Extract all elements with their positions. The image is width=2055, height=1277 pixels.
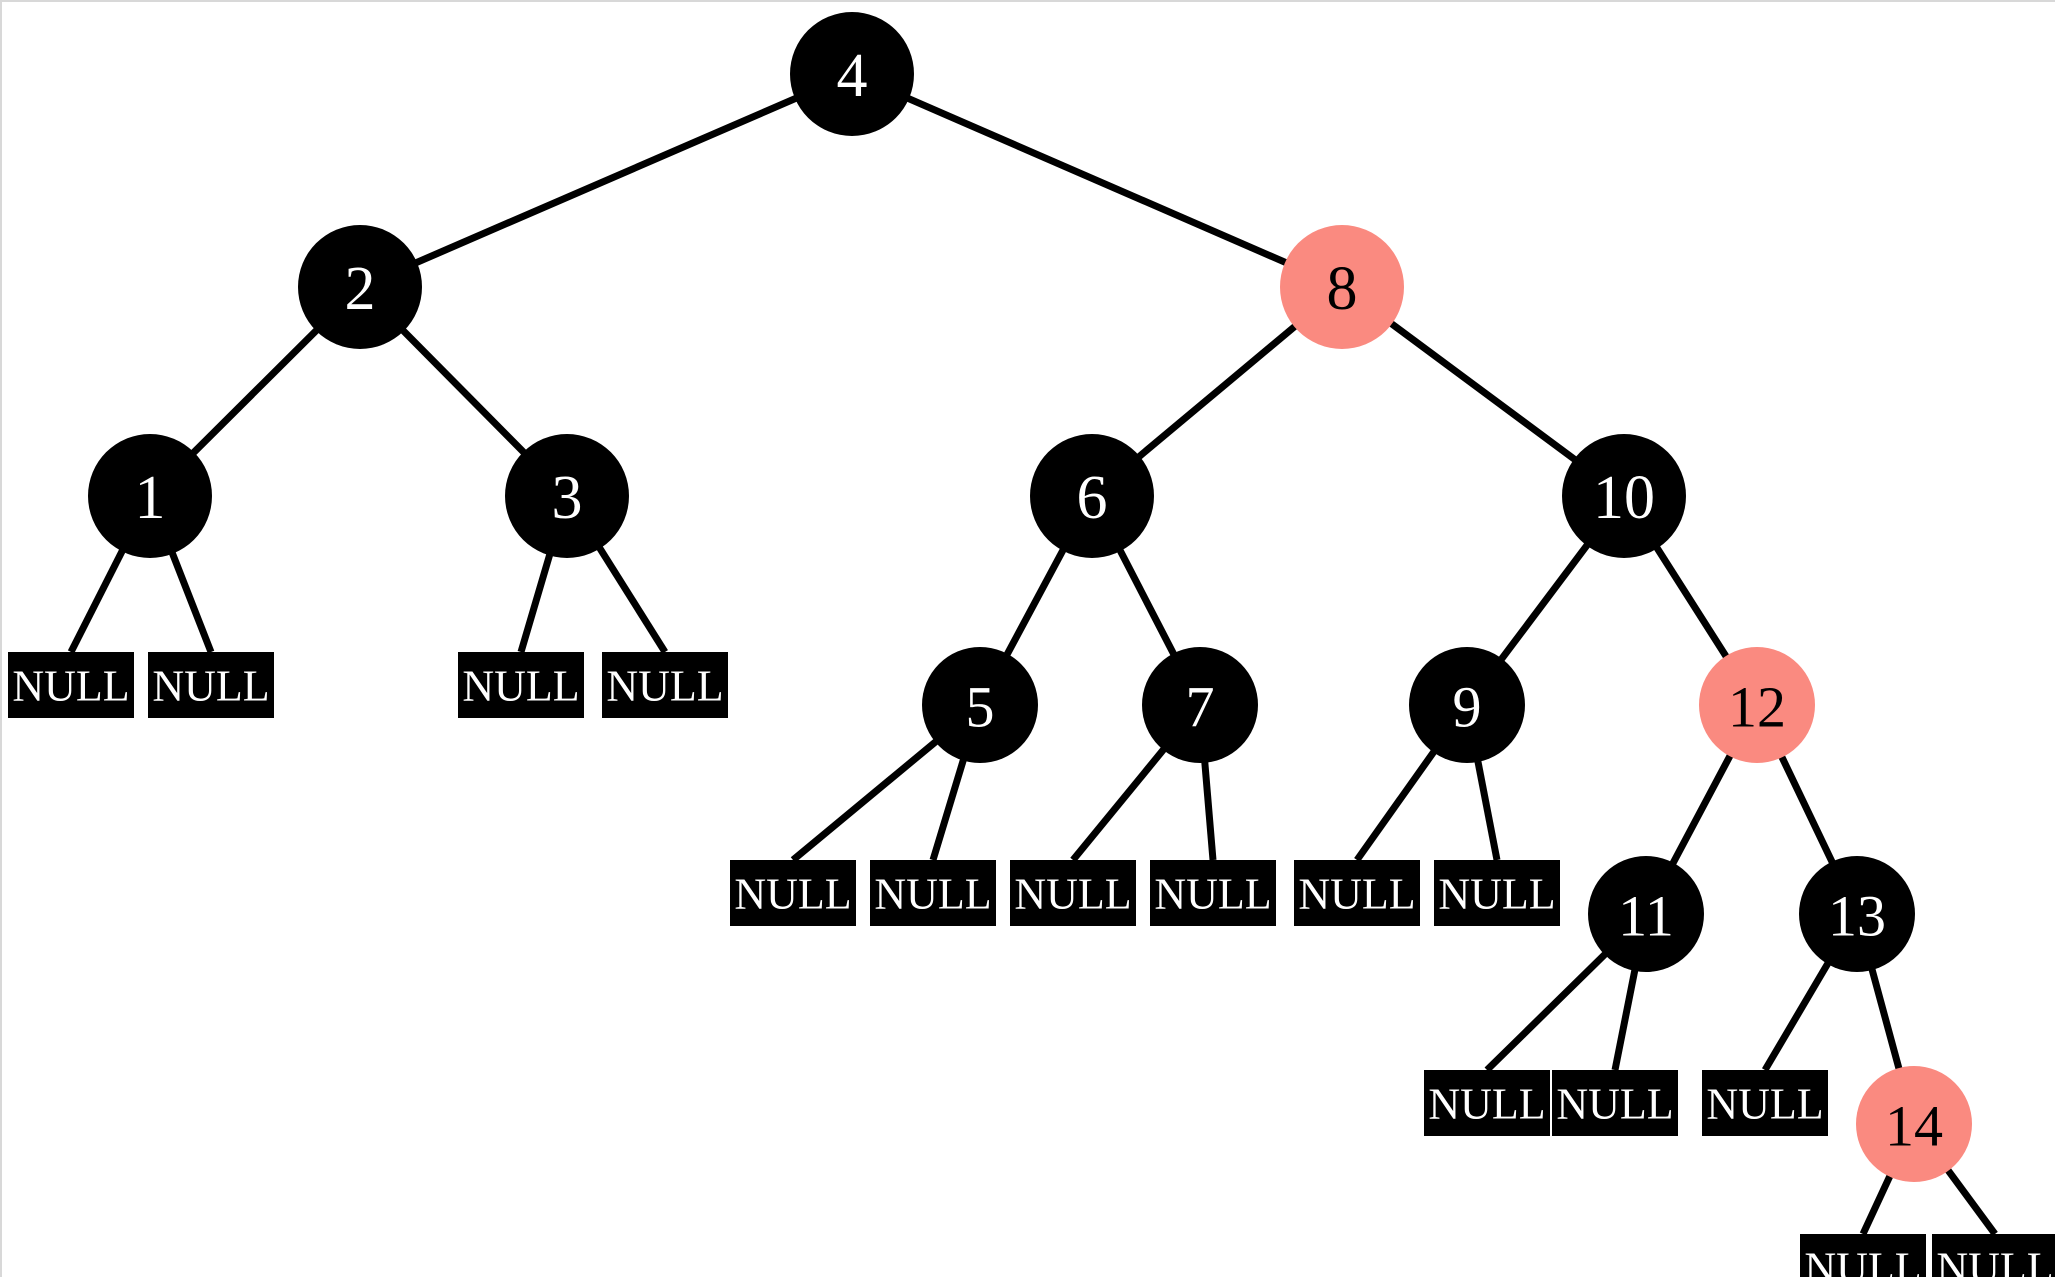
nil-leaf: NULL <box>1702 1070 1828 1136</box>
nil-leaf: NULL <box>730 860 856 926</box>
nil-leaf: NULL <box>1010 860 1136 926</box>
nil-leaf-label: NULL <box>1428 1080 1545 1129</box>
nil-leaf-label: NULL <box>1154 870 1271 919</box>
nil-leaf-box <box>148 652 274 718</box>
node-circle-black[interactable] <box>790 12 914 136</box>
node-circle-black[interactable] <box>1562 434 1686 558</box>
tree-node-10[interactable]: 10 <box>1562 434 1686 558</box>
nil-leaf: NULL <box>870 860 996 926</box>
node-circle-black[interactable] <box>505 434 629 558</box>
nil-leaf-box <box>8 652 134 718</box>
node-value-label: 6 <box>1077 464 1108 532</box>
node-value-label: 14 <box>1885 1094 1943 1159</box>
node-value-label: 8 <box>1327 255 1358 323</box>
nil-leaf-box <box>870 860 996 926</box>
tree-node-7[interactable]: 7 <box>1142 647 1258 763</box>
node-value-label: 5 <box>966 675 995 740</box>
nil-leaf-box <box>1424 1070 1550 1136</box>
nil-leaf-box <box>730 860 856 926</box>
node-circle-black[interactable] <box>88 434 212 558</box>
node-circle-black[interactable] <box>1409 647 1525 763</box>
node-circle-black[interactable] <box>922 647 1038 763</box>
nil-leaf: NULL <box>1800 1234 1926 1277</box>
tree-node-6[interactable]: 6 <box>1030 434 1154 558</box>
nil-leaf-box <box>1932 1234 2055 1277</box>
node-value-label: 10 <box>1593 464 1655 532</box>
nil-leaf: NULL <box>1150 860 1276 926</box>
tree-node-2[interactable]: 2 <box>298 225 422 349</box>
node-circle-black[interactable] <box>1142 647 1258 763</box>
nil-leaf-label: NULL <box>1706 1080 1823 1129</box>
nil-leaf: NULL <box>602 652 728 718</box>
nil-leaf: NULL <box>1434 860 1560 926</box>
nil-leaf-box <box>1294 860 1420 926</box>
node-value-label: 9 <box>1453 675 1482 740</box>
node-value-label: 7 <box>1186 675 1215 740</box>
node-value-label: 13 <box>1828 884 1886 949</box>
tree-node-14[interactable]: 14 <box>1856 1066 1972 1182</box>
node-value-label: 3 <box>552 464 583 532</box>
tree-node-8[interactable]: 8 <box>1280 225 1404 349</box>
nil-leaf-label: NULL <box>462 662 579 711</box>
nil-leaf-label: NULL <box>1298 870 1415 919</box>
tree-edge-n4-n8 <box>850 70 1344 291</box>
node-circle-red[interactable] <box>1856 1066 1972 1182</box>
nil-leaf-label: NULL <box>1936 1244 2053 1277</box>
nil-leaf-box <box>1702 1070 1828 1136</box>
nil-leaf-label: NULL <box>874 870 991 919</box>
nil-leaf-label: NULL <box>1804 1244 1921 1277</box>
nil-leaf-label: NULL <box>152 662 269 711</box>
nil-leaf: NULL <box>8 652 134 718</box>
nil-leaf: NULL <box>1424 1070 1550 1136</box>
nil-leaf-box <box>602 652 728 718</box>
nil-leaf: NULL <box>1932 1234 2055 1277</box>
tree-edge-n4-n2 <box>358 70 854 291</box>
tree-node-9[interactable]: 9 <box>1409 647 1525 763</box>
nil-leaf-label: NULL <box>1556 1080 1673 1129</box>
tree-node-11[interactable]: 11 <box>1588 856 1704 972</box>
nil-leaf-label: NULL <box>606 662 723 711</box>
node-value-label: 1 <box>135 464 166 532</box>
tree-node-1[interactable]: 1 <box>88 434 212 558</box>
nil-leaf-box <box>1010 860 1136 926</box>
node-value-label: 2 <box>345 255 376 323</box>
nil-leaf-box <box>458 652 584 718</box>
nil-leaf: NULL <box>1552 1070 1678 1136</box>
nil-leaf: NULL <box>458 652 584 718</box>
node-circle-black[interactable] <box>298 225 422 349</box>
tree-node-12[interactable]: 12 <box>1699 647 1815 763</box>
nil-leaf-label: NULL <box>734 870 851 919</box>
nil-leaf-box <box>1552 1070 1678 1136</box>
node-circle-black[interactable] <box>1588 856 1704 972</box>
node-circle-black[interactable] <box>1030 434 1154 558</box>
nil-leaf: NULL <box>148 652 274 718</box>
node-circle-red[interactable] <box>1280 225 1404 349</box>
tree-node-5[interactable]: 5 <box>922 647 1038 763</box>
nil-leaf: NULL <box>1294 860 1420 926</box>
nil-leaf-box <box>1434 860 1560 926</box>
nil-leaf-label: NULL <box>12 662 129 711</box>
tree-node-3[interactable]: 3 <box>505 434 629 558</box>
nil-leaf-box <box>1150 860 1276 926</box>
tree-node-4[interactable]: 4 <box>790 12 914 136</box>
node-value-label: 4 <box>837 42 868 110</box>
nil-leaf-box <box>1800 1234 1926 1277</box>
node-value-label: 11 <box>1618 884 1674 949</box>
nil-leaf-label: NULL <box>1438 870 1555 919</box>
node-value-label: 12 <box>1728 675 1786 740</box>
tree-node-13[interactable]: 13 <box>1799 856 1915 972</box>
nil-leaf-label: NULL <box>1014 870 1131 919</box>
node-circle-red[interactable] <box>1699 647 1815 763</box>
node-circle-black[interactable] <box>1799 856 1915 972</box>
